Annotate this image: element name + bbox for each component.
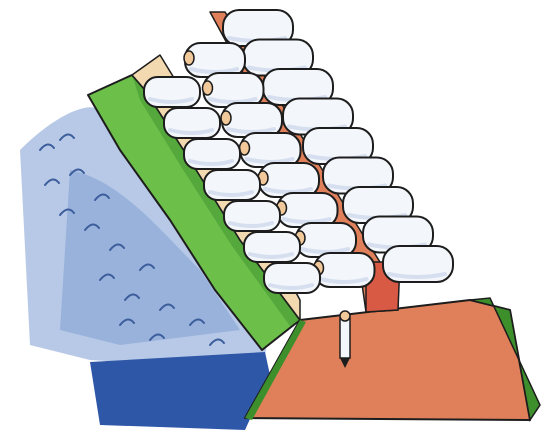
anchor-stake: [340, 311, 350, 368]
sandbag-middle-row-3: [221, 103, 282, 137]
sandbag-front-row-7: [264, 263, 320, 293]
sandbag-front-row-4: [204, 170, 260, 200]
sandbag-front-row-6: [244, 232, 300, 262]
sandbag-middle-row-5: [258, 163, 319, 197]
sandbag-middle-row-6: [277, 193, 338, 227]
sandbag-middle-row-7: [295, 223, 356, 257]
sandbag-middle-row-4: [240, 133, 301, 167]
sandbag-middle-row-2: [203, 73, 264, 107]
sandbag-front-row-2: [164, 108, 220, 138]
sandbag-front-row-5: [224, 201, 280, 231]
sandbag-back-row-9: [383, 246, 453, 282]
sandbag-front-row-1: [144, 77, 200, 107]
sandbag-middle-row-1: [184, 43, 245, 77]
water-deep: [90, 352, 270, 430]
sandbag-middle-row-8: [314, 253, 375, 287]
sandbag-front-row-3: [184, 139, 240, 169]
